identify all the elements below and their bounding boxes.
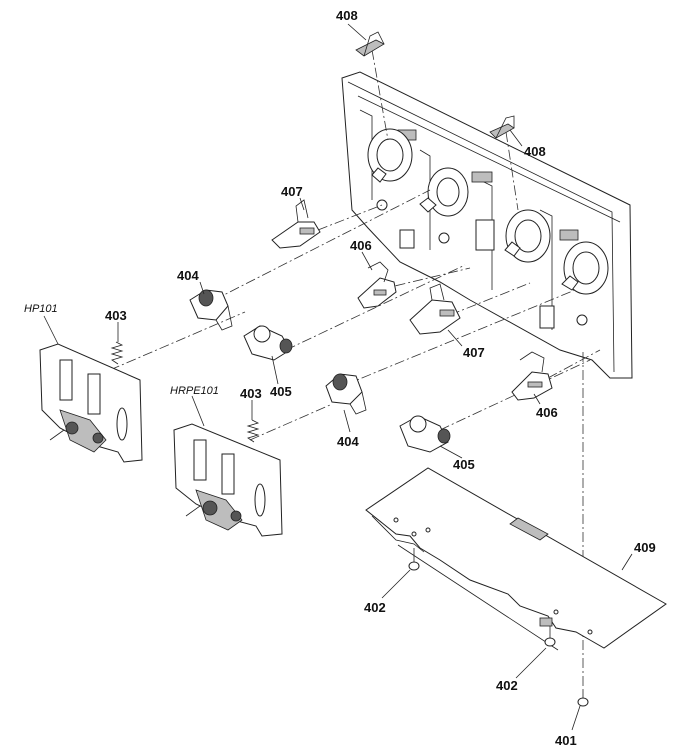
callout-404-lower: 404 (337, 434, 359, 449)
reel-gear-3 (504, 209, 551, 263)
pinch-roller-404-upper (189, 289, 233, 331)
circuit-board-409 (365, 467, 667, 649)
callout-406-upper: 406 (350, 238, 372, 253)
callout-408-top: 408 (336, 8, 358, 23)
pinch-roller-404-lower (325, 373, 367, 415)
callout-404-upper: 404 (177, 268, 199, 283)
screw-402-lower (544, 626, 556, 647)
ref-hrpe101: HRPE101 (170, 385, 219, 397)
spring-403-lower (246, 419, 260, 443)
callout-403-lower: 403 (240, 386, 262, 401)
callout-408-mid: 408 (524, 144, 546, 159)
spring-403-upper (110, 341, 124, 365)
head-block-hp101 (39, 343, 143, 463)
reel-gear-4 (561, 241, 609, 295)
ref-hp101: HP101 (24, 303, 58, 315)
assembly-lines (109, 49, 601, 690)
callout-403-upper: 403 (105, 308, 127, 323)
roller-405-upper (243, 325, 293, 361)
lever-406-upper (357, 261, 397, 309)
callout-407-lower: 407 (463, 345, 485, 360)
reel-gear-1 (367, 128, 413, 183)
screw-401 (577, 690, 589, 707)
bracket-407-upper (271, 199, 321, 249)
reel-gear-2 (419, 167, 469, 217)
clip-408-top (355, 31, 385, 57)
head-block-hrpe101 (173, 423, 283, 537)
callout-409: 409 (634, 540, 656, 555)
callout-402-lower: 402 (496, 678, 518, 693)
clip-408-mid (489, 115, 515, 139)
callout-405-lower: 405 (453, 457, 475, 472)
main-chassis-frame (341, 71, 633, 379)
callout-401: 401 (555, 733, 577, 748)
callout-402-upper: 402 (364, 600, 386, 615)
lever-406-lower (511, 351, 553, 401)
callout-406-lower: 406 (536, 405, 558, 420)
callout-leaders (43, 23, 633, 731)
callout-407-upper: 407 (281, 184, 303, 199)
roller-405-lower (399, 415, 451, 453)
callout-405-upper: 405 (270, 384, 292, 399)
callout-labels: 408 408 407 406 404 403 405 407 403 404 … (24, 8, 656, 748)
bracket-407-lower (409, 283, 461, 335)
screw-402-upper (408, 548, 420, 571)
